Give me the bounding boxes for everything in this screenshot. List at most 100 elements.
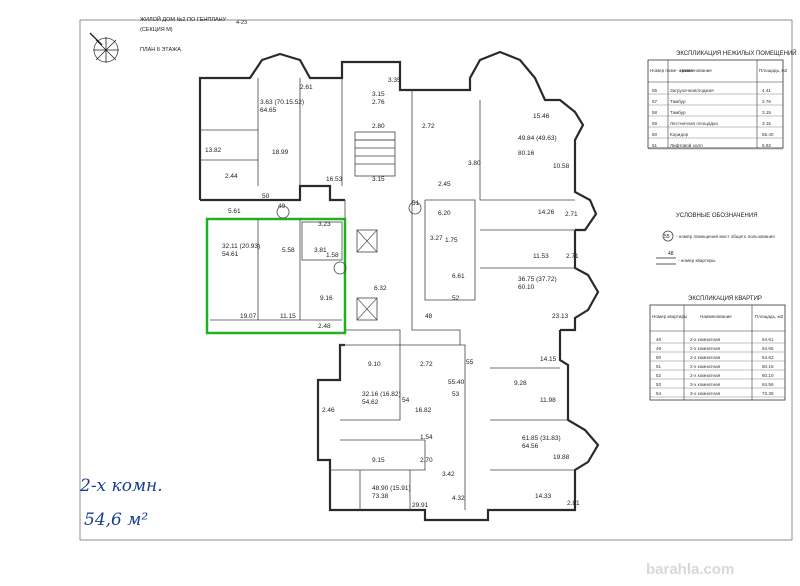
room-label: 2.44 [225, 173, 238, 180]
table-cell-name: Лифтовой холл [670, 142, 703, 148]
room-label: 3.27 [430, 235, 443, 242]
table-cell-area: 3.15 [762, 121, 771, 126]
room-labels: 13.823.63 (70.15.52)64.6518.992.6116.532… [205, 77, 580, 509]
legend-common-table: ЭКСПЛИКАЦИЯ НЕЖИЛЫХ ПОМЕЩЕНИЙ Номер поме… [647, 49, 797, 150]
room-label: 1.54 [420, 434, 433, 441]
table-cell-area: 54.62 [762, 355, 774, 360]
title-code: 4-23 [236, 20, 247, 26]
table-cell-area: 64.56 [762, 382, 774, 387]
legend-symbol-2: - номер квартиры [678, 258, 715, 263]
handwritten-rooms: 2-х комн. [79, 476, 163, 496]
room-label: 73.38 [372, 493, 389, 500]
room-label: 5.61 [228, 208, 241, 215]
room-label: 14.26 [538, 209, 555, 216]
room-label: 64.56 [522, 443, 539, 450]
table-cell-name: 3-х комнатная [690, 391, 721, 396]
room-label: 19.88 [553, 454, 570, 461]
room-label: 14.33 [535, 493, 552, 500]
table-cell-name: 3-х комнатная [690, 382, 721, 387]
table-cell-name: Загрузочная/лоджия [670, 88, 714, 93]
room-label: 48 [425, 313, 433, 320]
room-label: 11.15 [280, 313, 296, 320]
room-label: 19.07 [240, 313, 257, 320]
legend-flats-col3: Площадь, м2 [755, 314, 784, 319]
room-label: 3.42 [442, 471, 455, 478]
room-label: 2.72 [420, 361, 433, 368]
room-label: 55 [466, 359, 474, 366]
room-label: 9.10 [368, 361, 381, 368]
room-label: 51 [412, 200, 420, 207]
table-cell-area: 64.65 [762, 346, 774, 351]
table-cell-area: 73.38 [762, 391, 774, 396]
room-label: 2.46 [322, 407, 335, 414]
table-cell-num: 48 [656, 337, 662, 342]
room-label: 9.28 [514, 380, 527, 387]
room-label: 3.81 [314, 247, 327, 254]
title-line-1: ЖИЛОЙ ДОМ №2 ПО ГЕНПЛАНУ [140, 15, 227, 23]
room-label: 2.81 [567, 500, 580, 507]
table-cell-area: 2.76 [762, 99, 771, 104]
room-label: 18.99 [272, 149, 289, 156]
legend-flats-table: ЭКСПЛИКАЦИЯ КВАРТИР Номер квартиры Наиме… [649, 296, 786, 401]
table-cell-num: 49 [656, 346, 662, 351]
room-label: 14.15 [540, 356, 557, 363]
table-cell-area: 3.15 [762, 110, 771, 115]
table-cell-name: Тамбур [670, 99, 686, 104]
table-cell-area: 60.10 [762, 373, 774, 378]
legend-common-col3: Площадь, м2 [759, 68, 788, 73]
room-label: 32.16 (16.82) [362, 391, 401, 398]
room-label: 32.11 (20.93) [222, 243, 260, 250]
table-cell-name: Лестничная площадка [670, 121, 718, 126]
table-cell-num: 59 [652, 121, 658, 126]
table-cell-area: 6.92 [762, 143, 771, 148]
highlighted-apartment-outline [205, 217, 347, 335]
table-cell-num: 54 [656, 391, 662, 396]
room-label: 3.15 [372, 91, 385, 98]
table-cell-num: 57 [652, 99, 658, 104]
table-cell-name: 2-х комнатная [690, 373, 721, 378]
room-label: 49.84 (49.63) [518, 135, 557, 142]
room-label: 61.85 (31.83) [522, 435, 561, 442]
room-label: 9.16 [320, 295, 333, 302]
table-cell-num: 50 [656, 355, 662, 360]
room-label: 2.71 [565, 211, 578, 218]
legend-flats-title: ЭКСПЛИКАЦИЯ КВАРТИР [688, 296, 762, 302]
plan-label: ПЛАН 8 ЭТАЖА [140, 47, 181, 53]
room-label: 64.65 [260, 107, 277, 114]
room-label: 5.58 [282, 247, 295, 254]
table-cell-name: Тамбур [670, 110, 686, 115]
room-label: 4.32 [452, 495, 465, 502]
room-label: 2.61 [300, 84, 313, 91]
room-label: 10.58 [553, 163, 570, 170]
room-label: 3.35 [388, 77, 401, 84]
building-walls [198, 50, 600, 522]
legend-symbols-title: УСЛОВНЫЕ ОБОЗНАЧЕНИЯ [676, 213, 758, 219]
handwritten-area: 54,6 м² [84, 510, 148, 530]
room-label: 16.82 [415, 407, 432, 414]
legend-symbol-1-marker: 55 [664, 234, 670, 240]
table-cell-num: 58 [652, 110, 658, 115]
room-label: 50 [262, 193, 270, 200]
room-label: 2.70 [420, 457, 433, 464]
room-label: 2.71 [566, 253, 579, 260]
legend-common-col1: Номер поме- щения [650, 68, 693, 73]
table-cell-num: 53 [656, 382, 662, 387]
room-label: 6.32 [374, 285, 387, 292]
room-label: 3.15 [372, 176, 385, 183]
table-cell-num: 51 [656, 364, 662, 369]
room-label: 1.75 [445, 237, 458, 244]
sheet-frame [79, 19, 793, 541]
legend-common-title: ЭКСПЛИКАЦИЯ НЕЖИЛЫХ ПОМЕЩЕНИЙ [676, 49, 797, 57]
room-label: 11.98 [540, 397, 556, 404]
legend-symbols: УСЛОВНЫЕ ОБОЗНАЧЕНИЯ 55 - номер помещени… [656, 213, 775, 265]
room-label: 3.23 [318, 221, 331, 228]
room-label: 9.15 [372, 457, 385, 464]
legend-flats-col2: Наименование [700, 314, 732, 319]
room-label: 3.63 (70.15.52) [260, 99, 304, 106]
room-label: 2.72 [422, 123, 435, 130]
room-label: 16.53 [326, 176, 343, 183]
table-cell-area: 80.16 [762, 364, 774, 369]
room-label: 6.20 [438, 210, 451, 217]
room-label: 54.62 [362, 399, 379, 406]
